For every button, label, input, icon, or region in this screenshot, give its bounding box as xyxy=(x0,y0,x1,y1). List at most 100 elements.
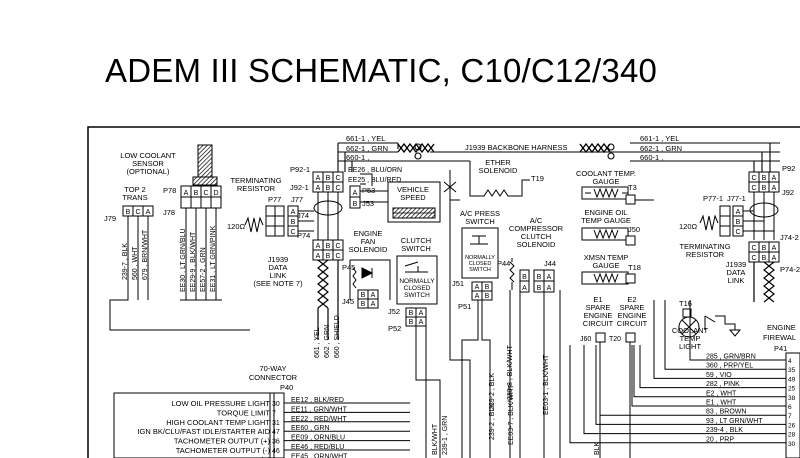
wire-label: 660-1 , xyxy=(640,153,663,162)
pin-letter: B xyxy=(326,185,331,192)
pin-letter: A xyxy=(772,175,777,182)
page-title: ADEM III SCHEMATIC, C10/C12/340 xyxy=(105,52,658,89)
component-label: SOLENOID xyxy=(479,166,518,175)
connector-label: P40 xyxy=(280,383,293,392)
sensor-label: LOW COOLANT xyxy=(120,151,176,160)
wire-label: BLK xyxy=(594,441,601,455)
resistor-value: 120Ω xyxy=(227,222,246,231)
wire-label: 661-1 , YEL xyxy=(640,134,679,143)
pin-letter: A xyxy=(772,185,777,192)
pin-letter: A xyxy=(316,253,321,260)
wire-label: 93 , LT GRN/WHT xyxy=(706,418,763,425)
pin-letter: C xyxy=(751,175,756,182)
pin-letter: B xyxy=(522,274,527,281)
pin-letter: C xyxy=(290,229,295,236)
wire-label: 679 , BRN/WHT xyxy=(142,229,149,280)
pin-letter: A xyxy=(371,301,376,308)
wire-label: EE22 , RED/WHT xyxy=(291,416,347,423)
pin-letter: C xyxy=(735,229,740,236)
resistor-label: RESISTOR xyxy=(237,184,276,193)
connector-label: J77-1 xyxy=(727,194,746,203)
component-label: ENGINE xyxy=(584,311,613,320)
connector-label: J78 xyxy=(163,208,175,217)
ac-compressor-solenoid xyxy=(509,258,515,290)
trans-label: TRANS xyxy=(122,193,147,202)
resistor-label: RESISTOR xyxy=(686,250,725,259)
pin-number: 4 xyxy=(788,358,792,365)
component-label: CLUTCH xyxy=(521,232,551,241)
wire-label: E1 , WHT xyxy=(706,400,737,407)
datalink-label: (SEE NOTE 7) xyxy=(253,279,303,288)
datalink-label: DATA xyxy=(269,263,288,272)
wire-label: 662-1 , GRN xyxy=(346,144,388,153)
wire-label: EE29-9 , BLK/WHT xyxy=(190,231,197,292)
pin-number: 7 xyxy=(788,413,792,420)
connector-label: P51 xyxy=(458,302,471,311)
wire-label: EE11 , GRN/WHT xyxy=(291,406,348,413)
component-label: SPARE xyxy=(620,303,645,312)
pin-number: 47 xyxy=(272,429,280,436)
wire-line xyxy=(639,345,786,389)
pin-letter: C xyxy=(335,243,340,250)
connector-p77-1 xyxy=(719,192,779,240)
pin-letter: A xyxy=(475,293,480,300)
component-label: VEHICLE xyxy=(397,185,429,194)
component-label: ENGINE xyxy=(354,229,383,238)
component-label: ENGINE OIL xyxy=(585,208,628,217)
center-vertical-wires xyxy=(415,200,631,458)
wire-label: EE46 , RED/BLU xyxy=(291,444,344,451)
wire-label: EE25 , BLU/RED xyxy=(348,177,401,184)
connector-label: J74 xyxy=(297,211,309,220)
backbone-harness xyxy=(337,142,780,172)
component-label: FAN xyxy=(361,237,376,246)
pin-letter: A xyxy=(184,190,189,197)
pin-letter: B xyxy=(291,219,296,226)
datalink-label: DATA xyxy=(727,268,746,277)
pin-letter: A xyxy=(353,190,358,197)
signal-label: LOW OIL PRESSURE LIGHT xyxy=(172,399,271,408)
connector-label: J51 xyxy=(452,279,464,288)
component-label: SWITCH xyxy=(404,292,430,299)
component-label: GAUGE xyxy=(592,261,619,270)
pin-letter: C xyxy=(335,175,340,182)
wire-label: 239-2 , BLK xyxy=(489,403,496,440)
wire-line xyxy=(569,345,786,444)
ac-press-switch xyxy=(461,227,499,279)
component-label: ENGINE xyxy=(767,323,796,332)
wire-label: 560 , WHT xyxy=(132,246,139,280)
clutch-switch xyxy=(396,255,438,305)
wire-label: 239-2 , BLK xyxy=(489,373,496,410)
pin-letter: A xyxy=(547,285,552,292)
connector-label: P44 xyxy=(497,259,510,268)
wire-line xyxy=(689,300,786,361)
component-label: SPEED xyxy=(400,193,426,202)
connector-p53 xyxy=(349,173,373,209)
backbone-label: J1939 BACKBONE HARNESS xyxy=(465,143,568,152)
signal-label: IGN BK/CLU/FAST IDLE/STARTER AID xyxy=(137,427,270,436)
trans-wires xyxy=(109,216,250,331)
coolant-temp-gauge xyxy=(581,186,654,201)
wire-label: EE60 , GRN xyxy=(291,425,330,432)
pin-letter: B xyxy=(126,209,131,216)
wire-line xyxy=(653,300,786,379)
pin-number: 49 xyxy=(788,376,796,383)
pin-letter: B xyxy=(537,274,542,281)
connector-label: P74 xyxy=(297,231,310,240)
connector-p45 xyxy=(357,289,379,309)
connector-label: P77 xyxy=(268,195,281,204)
wire-line xyxy=(631,345,786,407)
wire-label: 661 , YEL xyxy=(314,327,321,358)
pin-letter: B xyxy=(762,245,767,252)
datalink-label: J1939 xyxy=(726,260,746,269)
wire-label: EE45 , ORN/WHT xyxy=(291,453,348,458)
connector-label: P92-1 xyxy=(290,165,310,174)
pin-letter: B xyxy=(485,284,490,291)
component-label: SOLENOID xyxy=(517,240,556,249)
connector-label: J92 xyxy=(782,188,794,197)
connector-label: CONNECTOR xyxy=(249,373,298,382)
connector-label: P77-1 xyxy=(703,194,723,203)
wire-label: 239-7 , BLK xyxy=(122,243,129,280)
pin-letter: B xyxy=(409,310,414,317)
wire-label: EE26 , BLU/ORN xyxy=(348,167,402,174)
